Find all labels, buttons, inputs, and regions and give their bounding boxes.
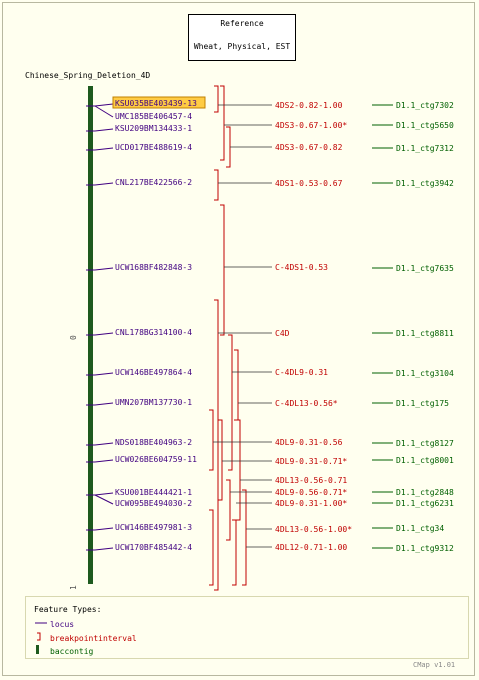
locus-connector <box>94 147 114 151</box>
bin-label[interactable]: 4DS2-0.82-1.00 <box>275 101 343 110</box>
bin-label[interactable]: 4DL9-0.31-0.71* <box>275 457 347 466</box>
bin-label[interactable]: 4DS3-0.67-1.00* <box>275 121 347 130</box>
reference-title: Reference <box>220 19 264 28</box>
breakpoint-interval-bracket[interactable] <box>220 204 225 336</box>
legend-item-baccontig: baccontig <box>34 645 94 656</box>
breakpoint-interval-bracket[interactable] <box>236 419 241 521</box>
reference-subtitle: Wheat, Physical, EST <box>193 42 291 51</box>
breakpoint-interval-bracket[interactable] <box>209 409 214 471</box>
contig-label[interactable]: D1.1_ctg34 <box>396 524 444 533</box>
breakpoint-interval-bracket[interactable] <box>228 334 233 471</box>
locus-label[interactable]: UCW146BE497864-4 <box>115 368 192 377</box>
map-title[interactable]: Chinese_Spring_Deletion_4D <box>25 71 151 80</box>
locus-connector <box>94 372 114 376</box>
contig-label[interactable]: D1.1_ctg7302 <box>396 101 454 110</box>
breakpoint-interval-bracket[interactable] <box>218 419 223 501</box>
contig-label[interactable]: D1.1_ctg3104 <box>396 369 454 378</box>
locus-label[interactable]: UCW170BF485442-4 <box>115 543 192 552</box>
locus-label[interactable]: CNL178BG314100-4 <box>115 328 192 337</box>
map-viewer-frame <box>2 2 475 676</box>
legend-item-breakpoint: breakpointinterval <box>34 632 137 643</box>
locus-label[interactable]: UCW168BF482848-3 <box>115 263 192 272</box>
locus-connector <box>94 527 114 531</box>
contig-label[interactable]: D1.1_ctg175 <box>396 399 449 408</box>
breakpoint-interval-bracket[interactable] <box>226 126 231 168</box>
locus-connector <box>94 494 114 505</box>
bin-label[interactable]: 4DL12-0.71-1.00 <box>275 543 347 552</box>
locus-label[interactable]: UMN207BM137730-1 <box>115 398 192 407</box>
legend-title: Feature Types: <box>34 605 102 614</box>
locus-connector <box>94 128 114 132</box>
scale-bottom-label: 1 <box>69 585 78 590</box>
breakpoint-interval-bracket[interactable] <box>234 349 239 421</box>
breakpoint-interval-bracket[interactable] <box>209 509 214 586</box>
bin-label[interactable]: 4DL9-0.56-0.71* <box>275 488 347 497</box>
contig-label[interactable]: D1.1_ctg8001 <box>396 456 454 465</box>
breakpoint-interval-bracket[interactable] <box>214 85 219 113</box>
contig-label[interactable]: D1.1_ctg2848 <box>396 488 454 497</box>
legend-label-breakpoint: breakpointinterval <box>50 634 137 643</box>
locus-label[interactable]: KSU001BE444421-1 <box>115 488 192 497</box>
locus-connector <box>94 105 114 118</box>
breakpoint-interval-bracket[interactable] <box>214 169 219 201</box>
breakpoint-interval-bracket[interactable] <box>214 299 219 591</box>
bar-icon <box>36 645 39 654</box>
bin-label[interactable]: 4DL9-0.31-0.56 <box>275 438 343 447</box>
breakpoint-interval-bracket[interactable] <box>220 85 225 161</box>
locus-label[interactable]: UCD017BE488619-4 <box>115 143 192 152</box>
contig-label[interactable]: D1.1_ctg8811 <box>396 329 454 338</box>
scale-top-label: 0 <box>69 335 78 340</box>
locus-connector <box>94 547 114 551</box>
locus-connector <box>94 267 114 271</box>
contig-label[interactable]: D1.1_ctg5650 <box>396 121 454 130</box>
line-icon <box>35 622 47 624</box>
contig-label[interactable]: D1.1_ctg9312 <box>396 544 454 553</box>
locus-label[interactable]: NDS018BE404963-2 <box>115 438 192 447</box>
bin-label[interactable]: C-4DL13-0.56* <box>275 399 338 408</box>
contig-label[interactable]: D1.1_ctg3942 <box>396 179 454 188</box>
version-label: CMap v1.01 <box>413 661 456 669</box>
bin-label[interactable]: C-4DS1-0.53 <box>275 263 328 272</box>
locus-label[interactable]: KSU035BE403439-13 <box>115 99 197 108</box>
legend-label-locus: locus <box>50 620 75 629</box>
bin-label[interactable]: 4DS3-0.67-0.82 <box>275 143 343 152</box>
locus-label[interactable]: UMC185BE406457-4 <box>115 112 192 121</box>
contig-label[interactable]: D1.1_ctg8127 <box>396 439 454 448</box>
breakpoint-interval-bracket[interactable] <box>226 479 231 541</box>
bin-label[interactable]: 4DL9-0.31-1.00* <box>275 499 347 508</box>
locus-label[interactable]: CNL217BE422566-2 <box>115 178 192 187</box>
reference-box[interactable]: Reference Wheat, Physical, EST <box>188 14 296 61</box>
locus-connector <box>94 459 114 463</box>
locus-connector <box>94 442 114 446</box>
locus-label[interactable]: UCW146BE497981-3 <box>115 523 192 532</box>
locus-connector <box>94 492 114 496</box>
bin-label[interactable]: 4DL13-0.56-1.00* <box>275 525 352 534</box>
bin-label[interactable]: C4D <box>275 329 290 338</box>
locus-connector <box>94 332 114 336</box>
locus-label[interactable]: UCW026BE604759-11 <box>115 455 197 464</box>
locus-connector <box>94 402 114 406</box>
legend-item-locus: locus <box>34 619 74 629</box>
locus-connector <box>94 182 114 186</box>
locus-connector <box>94 103 114 107</box>
feature-types-legend: Feature Types: locus breakpointinterval … <box>25 596 469 659</box>
legend-label-baccontig: baccontig <box>50 647 94 656</box>
contig-label[interactable]: D1.1_ctg7312 <box>396 144 454 153</box>
bin-label[interactable]: 4DS1-0.53-0.67 <box>275 179 343 188</box>
bracket-icon <box>37 632 41 641</box>
locus-highlight <box>112 96 206 109</box>
bin-label[interactable]: C-4DL9-0.31 <box>275 368 328 377</box>
locus-label[interactable]: UCW095BE494030-2 <box>115 499 192 508</box>
contig-label[interactable]: D1.1_ctg7635 <box>396 264 454 273</box>
contig-label[interactable]: D1.1_ctg6231 <box>396 499 454 508</box>
breakpoint-interval-bracket[interactable] <box>242 489 247 586</box>
bin-label[interactable]: 4DL13-0.56-0.71 <box>275 476 347 485</box>
locus-label[interactable]: KSU209BM134433-1 <box>115 124 192 133</box>
breakpoint-interval-bracket[interactable] <box>232 519 237 586</box>
